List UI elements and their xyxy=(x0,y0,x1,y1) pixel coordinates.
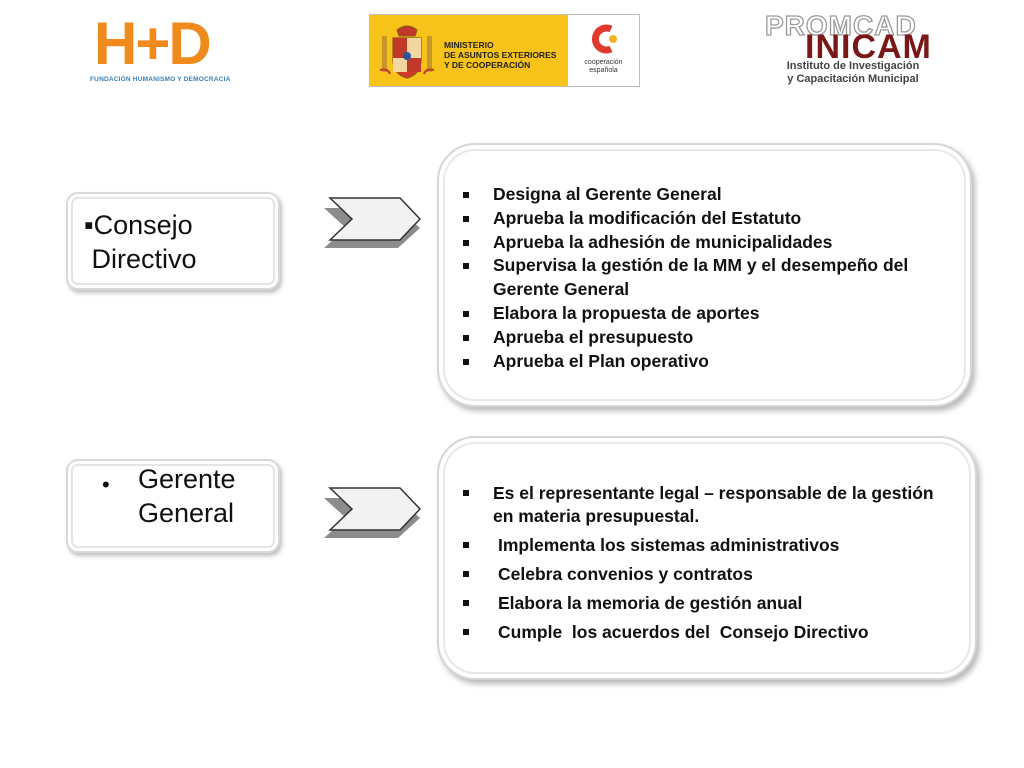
list-item: Supervisa la gestión de la MM y el desem… xyxy=(463,254,943,302)
list-item: Es el representante legal – responsable … xyxy=(463,482,953,528)
ministerio-logo: MINISTERIO DE ASUNTOS EXTERIORES Y DE CO… xyxy=(369,14,640,87)
hd-foundation-logo: H+D FUNDACIÓN HUMANISMO Y DEMOCRACIA xyxy=(90,12,240,88)
square-bullet-icon xyxy=(463,334,469,341)
consejo-directivo-label: ▪Consejo Directivo xyxy=(84,210,197,274)
list-item: Aprueba la adhesión de municipalidades xyxy=(463,231,943,255)
round-bullet-icon: • xyxy=(102,472,110,497)
inicam-wordmark: INICAM xyxy=(805,28,932,66)
coat-of-arms-icon xyxy=(379,25,435,79)
ministerio-banner: MINISTERIO DE ASUNTOS EXTERIORES Y DE CO… xyxy=(370,15,568,86)
consejo-functions-list: Designa al Gerente General Aprueba la mo… xyxy=(463,183,943,374)
cooperacion-espanola-logo: cooperación española xyxy=(568,15,639,86)
hd-logo-letters: H+D xyxy=(94,10,212,77)
chevron-right-icon xyxy=(324,197,422,248)
ministerio-name: MINISTERIO DE ASUNTOS EXTERIORES Y DE CO… xyxy=(444,40,557,70)
square-bullet-icon xyxy=(463,310,469,317)
gerente-functions-list: Es el representante legal – responsable … xyxy=(463,482,953,650)
square-bullet-icon xyxy=(463,215,469,222)
square-bullet-icon xyxy=(463,192,469,198)
square-bullet-icon xyxy=(463,542,469,548)
list-item: Elabora la memoria de gestión anual xyxy=(463,592,953,615)
consejo-directivo-label-box: ▪Consejo Directivo xyxy=(66,192,280,290)
square-bullet-icon xyxy=(463,571,469,577)
square-bullet-icon xyxy=(463,629,469,635)
list-item: Designa al Gerente General xyxy=(463,183,943,207)
gerente-general-label-box: • Gerente General xyxy=(66,459,280,553)
inicam-logo: PROMCAD INICAM Instituto de Investigació… xyxy=(764,9,940,90)
chevron-right-icon xyxy=(324,487,422,538)
gerente-functions-box: Es el representante legal – responsable … xyxy=(437,436,977,680)
square-bullet-icon xyxy=(463,600,469,606)
square-bullet-icon xyxy=(463,490,469,496)
cooperacion-espanola-text: cooperación española xyxy=(584,59,623,74)
list-item: Implementa los sistemas administrativos xyxy=(463,534,953,557)
square-bullet-icon xyxy=(463,358,469,365)
consejo-functions-box: Designa al Gerente General Aprueba la mo… xyxy=(437,143,972,407)
square-bullet-icon xyxy=(463,239,469,246)
list-item: Cumple los acuerdos del Consejo Directiv… xyxy=(463,621,953,644)
list-item: Celebra convenios y contratos xyxy=(463,563,953,586)
list-item: Aprueba el presupuesto xyxy=(463,326,943,350)
list-item: Aprueba la modificación del Estatuto xyxy=(463,207,943,231)
promcad-wordmark: PROMCAD xyxy=(764,9,917,41)
inicam-subtitle: Instituto de Investigación y Capacitació… xyxy=(786,60,920,85)
hd-logo-tagline: FUNDACIÓN HUMANISMO Y DEMOCRACIA xyxy=(90,76,231,83)
list-item: Aprueba el Plan operativo xyxy=(463,350,943,374)
square-bullet-icon xyxy=(463,263,469,270)
list-item: Elabora la propuesta de aportes xyxy=(463,302,943,326)
cooperacion-c-icon xyxy=(591,24,617,54)
